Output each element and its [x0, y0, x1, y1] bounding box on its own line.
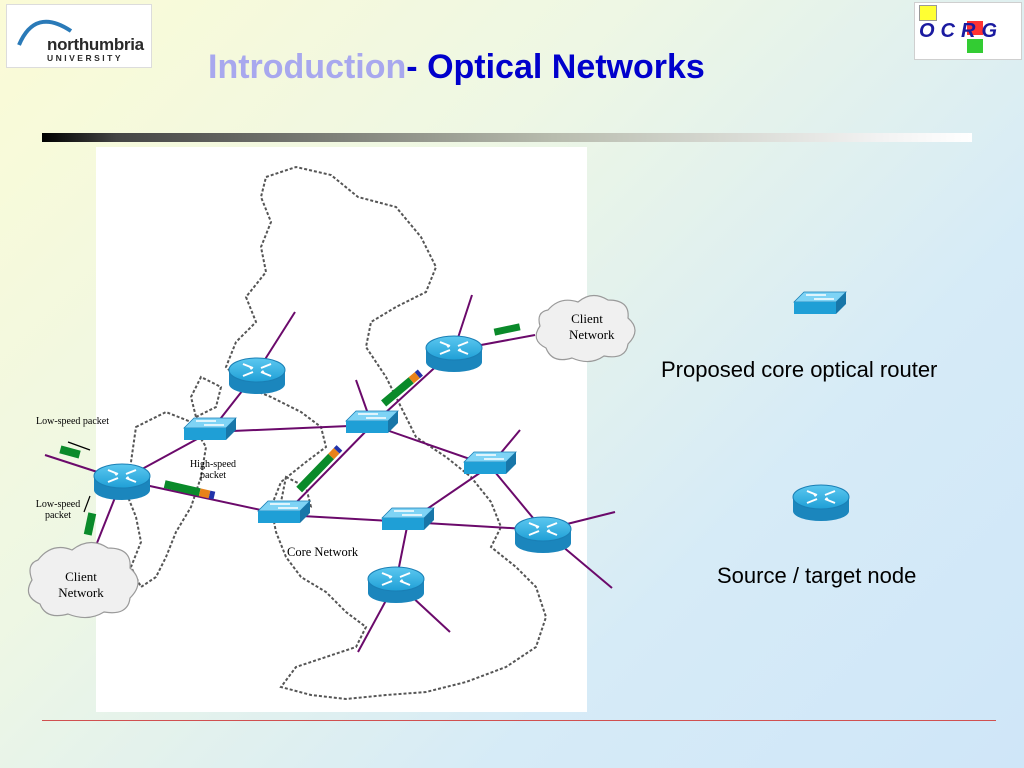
- core-optical-router: [463, 451, 517, 475]
- source-target-node: [228, 357, 286, 395]
- source-target-node: [367, 566, 425, 604]
- source-target-node: [514, 516, 572, 554]
- high-speed-packet-label: High-speed packet: [184, 459, 242, 481]
- low-speed-packet-left: [59, 445, 81, 459]
- label-line: Network: [569, 327, 615, 342]
- label-line: packet: [44, 510, 72, 521]
- core-network-label: Core Network: [287, 545, 359, 559]
- footer-divider: [42, 720, 996, 721]
- title-divider: [42, 133, 972, 142]
- client-cloud-bottom: [27, 541, 139, 619]
- logo-square-green: [967, 39, 983, 53]
- arrow-icon: [83, 495, 91, 513]
- legend-core-router-icon: [793, 291, 847, 315]
- northumbria-logo: northumbria UNIVERSITY: [6, 4, 152, 68]
- logo-square-red: [967, 21, 983, 35]
- title-part-1: Introduction: [208, 48, 407, 86]
- map-panel: [96, 147, 587, 712]
- logo-sub-text: UNIVERSITY: [47, 53, 124, 63]
- packets: [59, 323, 521, 536]
- logo-square-yellow: [919, 5, 937, 21]
- label-line: High-speed: [189, 459, 237, 470]
- arrow-icon: [67, 441, 91, 451]
- label-line: Network: [58, 585, 104, 600]
- legend-node-label: Source / target node: [717, 563, 917, 588]
- logo-arc-icon: [17, 19, 73, 46]
- logo-letters: OCRG: [919, 20, 1003, 42]
- high-speed-packet-north: [381, 369, 423, 407]
- logo-brand-text: northumbria: [47, 35, 144, 54]
- high-speed-packet-west: [163, 480, 216, 500]
- label-line: Client: [65, 569, 97, 584]
- core-optical-router: [257, 500, 311, 524]
- source-target-node: [93, 463, 151, 501]
- low-speed-packet-top-right: [493, 323, 521, 336]
- link: [209, 424, 373, 433]
- client-network-bottom-label: Client Network: [52, 569, 110, 601]
- title-part-2: - Optical Networks: [406, 48, 705, 86]
- low-speed-packet-bottom-label: Low-speed packet: [30, 499, 86, 521]
- label-line: Low-speed: [35, 499, 81, 510]
- client-cloud-top: [535, 294, 636, 363]
- legend-node-icon: [792, 484, 850, 522]
- core-optical-router: [381, 507, 435, 531]
- label-line: Client: [571, 311, 603, 326]
- ocrg-logo: OCRG: [914, 2, 1022, 60]
- legend-core-router-label: Proposed core optical router: [661, 357, 938, 382]
- page-title: Introduction- Optical Networks: [208, 48, 705, 87]
- core-optical-router: [345, 410, 399, 434]
- client-network-top-label: Client Network: [569, 311, 615, 343]
- source-target-node: [425, 335, 483, 373]
- core-optical-router: [183, 417, 237, 441]
- low-speed-packet-top-label: Low-speed packet: [36, 416, 110, 427]
- link: [283, 424, 373, 516]
- label-line: packet: [199, 470, 227, 481]
- low-speed-packet-bottom: [83, 512, 97, 536]
- high-speed-packet-center: [296, 445, 343, 493]
